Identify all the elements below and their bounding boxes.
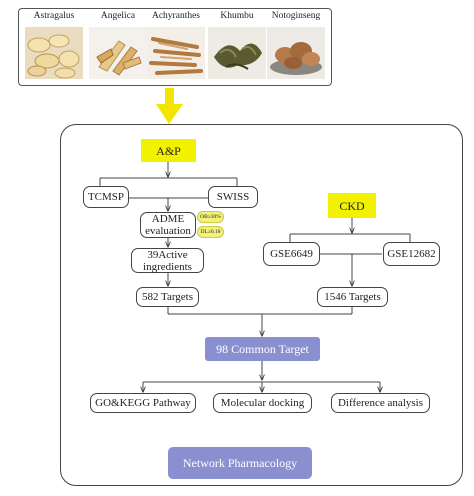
- astragalus-slices-photo: [25, 27, 83, 79]
- network-pharmacology-node: Network Pharmacology: [168, 447, 312, 479]
- herb-astragalus: Astragalus: [25, 9, 83, 79]
- herb-khumbu: Khumbu: [208, 9, 266, 79]
- achyranthes-roots-photo: [147, 27, 205, 79]
- herb-notoginseng: Notoginseng: [267, 9, 325, 79]
- ap-node: A&P: [141, 139, 196, 162]
- herb-name: Astragalus: [33, 11, 75, 21]
- herb-achyranthes: Achyranthes: [147, 9, 205, 79]
- khumbu-herb-photo: [208, 27, 266, 79]
- tcmsp-node: TCMSP: [83, 186, 129, 208]
- workflow-frame: [60, 124, 463, 486]
- gokegg-node: GO&KEGG Pathway: [90, 393, 196, 413]
- ob-criterion: OB≥30%: [197, 211, 224, 223]
- gse12682-node: GSE12682: [383, 242, 440, 266]
- big-down-arrow: [156, 88, 183, 124]
- targets-582-node: 582 Targets: [136, 287, 199, 307]
- herb-name: Khumbu: [220, 11, 254, 21]
- swiss-node: SWISS: [208, 186, 258, 208]
- herb-name: Notoginseng: [271, 11, 321, 21]
- difference-node: Difference analysis: [331, 393, 430, 413]
- dl-criterion: DL≥0.18: [197, 226, 224, 238]
- gse6649-node: GSE6649: [263, 242, 320, 266]
- angelica-slices-photo: [89, 27, 147, 79]
- targets-1546-node: 1546 Targets: [317, 287, 388, 307]
- active-ingredients-node: 39Active ingredients: [131, 248, 204, 273]
- herb-name: Angelica: [100, 11, 136, 21]
- docking-node: Molecular docking: [213, 393, 312, 413]
- herb-name: Achyranthes: [151, 11, 200, 21]
- common-target-node: 98 Common Target: [205, 337, 320, 361]
- ckd-node: CKD: [328, 193, 376, 218]
- herb-panel: Astragalus Angelica Achyranthes: [18, 8, 332, 86]
- herb-angelica: Angelica: [89, 9, 147, 79]
- notoginseng-roots-photo: [267, 27, 325, 79]
- adme-node: ADME evaluation: [140, 212, 196, 238]
